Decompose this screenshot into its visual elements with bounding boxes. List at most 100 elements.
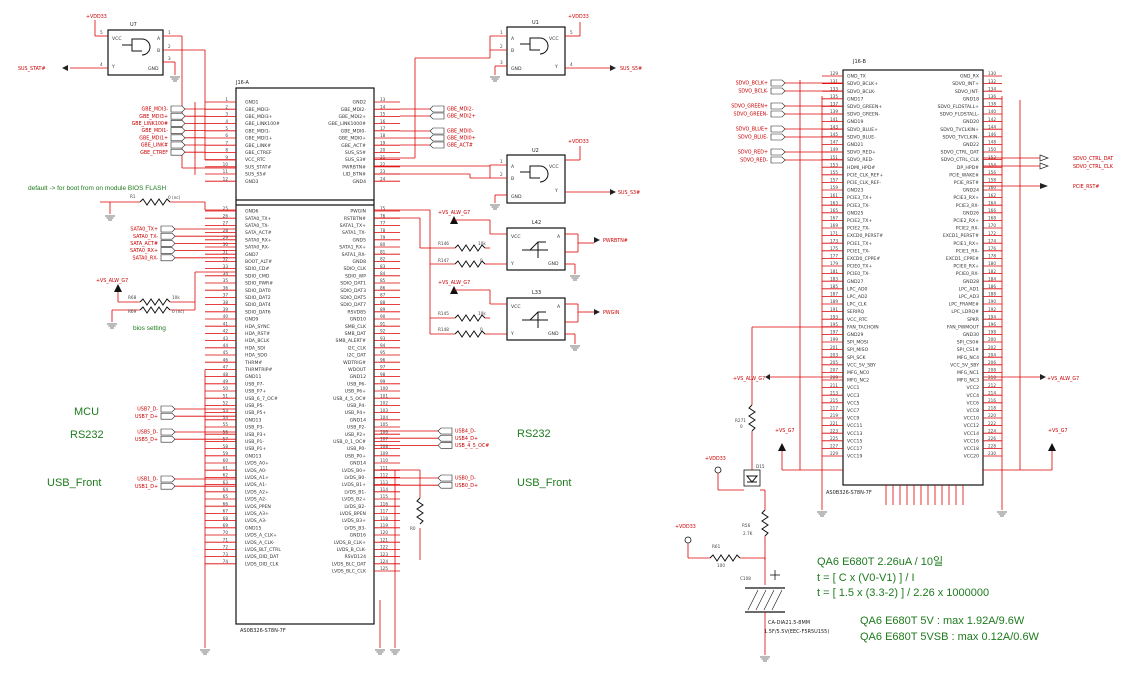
- sdvo-net: SDVO_BCLK+: [736, 81, 768, 87]
- j16b-right-pin-name: PCIE0_RX+: [953, 264, 979, 270]
- j16a-left-pin-name: GBE_MDI3-: [245, 107, 271, 113]
- j16a-right-pin-name: USB_0_1_OC#: [333, 439, 366, 445]
- label-rs232-left: RS232: [70, 429, 104, 441]
- j16a-left-pin-name: SATA_ACT#: [245, 230, 272, 236]
- r146-refdes: R146: [438, 241, 449, 246]
- j16a-left-pin-name: SATA0_RX-: [245, 245, 270, 251]
- j16a-right-pin-number: 77: [380, 221, 386, 226]
- j16a-right-pin-number: 112: [380, 473, 388, 478]
- j16a-right-pin-name: USB_P6-: [347, 381, 366, 387]
- j16a-left-pin-name: LVDS_PPEN: [245, 504, 271, 510]
- j16b-left-pin-number: 173: [830, 238, 838, 243]
- r61-refdes: R61: [712, 544, 721, 549]
- j16a-left-pin-number: 54: [223, 415, 229, 420]
- j16b-left-pin-name: PCIE3_TX+: [847, 195, 872, 201]
- j16a-right-pin-name: SMB_CLK: [345, 324, 367, 330]
- j16b-left-pin-name: VCC9: [847, 416, 860, 422]
- note-line-2: t = [ C x (V0-V1) ] / I: [817, 572, 915, 584]
- j16a-left-pin-name: LVDS_A1-: [245, 482, 267, 488]
- j16b-left-pin-name: SDVO_GREEN-: [847, 112, 880, 118]
- j16a-right-pin-name: SDIO_WP: [345, 273, 366, 279]
- sata-net-group: SATA0_TX+SATA0_TX-SATA_ACT#SATA0_RX+SATA…: [130, 225, 236, 261]
- u1-gnd-label: GND: [511, 66, 522, 72]
- usb-left-net-flag: [160, 428, 176, 436]
- usb-right-net-flag: [437, 481, 453, 489]
- j16a-right-pin-number: 86: [380, 285, 386, 290]
- j16a-right-pin-number: 87: [380, 293, 386, 298]
- j16a-right-pin-number: 78: [380, 228, 386, 233]
- j16a-refdes: J16-A: [235, 80, 250, 86]
- j16b-right-pin-name: SDVO_CTRL_DAT: [941, 150, 980, 156]
- j16a-right-pin-number: 124: [380, 559, 388, 564]
- sdvo-net-flag: [770, 125, 786, 133]
- j16a-right-pin-number: 89: [380, 307, 386, 312]
- j16a-left-pin-number: 74: [223, 559, 229, 564]
- sata-net: SATA_ACT#: [130, 241, 158, 247]
- j16a-left-pin-name: SDIO_DAT0: [245, 288, 271, 294]
- j16b-left-pin-name: FAN_TACHOIN: [847, 324, 879, 330]
- j16b-left-pin-number: 185: [830, 284, 838, 289]
- j16a-right-pin-name: USB_P0-: [347, 446, 366, 452]
- j16a-right-pin-number: 116: [380, 501, 388, 506]
- j16b-right-pin-name: LPC_LDRQ#: [951, 309, 979, 315]
- gbe-left-net: GBE_LINK100#: [132, 121, 168, 127]
- j16a-left-pin-number: 58: [223, 444, 229, 449]
- j16a-left-pin-number: 33: [223, 264, 229, 269]
- j16b-left-pin-number: 159: [830, 185, 838, 190]
- j16b-left-pin-name: PCIE2_TX+: [847, 218, 872, 224]
- j16b-left-pin-number: 171: [830, 231, 838, 236]
- svg-text:1: 1: [168, 30, 171, 35]
- j16a-right-pin-name: USB_4_5_OC#: [333, 396, 366, 402]
- j16a-left-pin-name: LVDS_BLT_CTRL: [245, 547, 281, 553]
- j16a-right-pin-number: 123: [380, 552, 388, 557]
- j16a-right-pin-number: 100: [380, 386, 388, 391]
- j16a-right-pin-name: LVDS_B3-: [344, 525, 366, 531]
- j16a-left-pin-number: 10: [223, 162, 229, 167]
- u1-b-label: B: [511, 48, 514, 54]
- j16b-right-pin-number: 162: [988, 193, 996, 198]
- j16a-left-pin-number: 3: [225, 112, 228, 117]
- j16b-left-pin-name: SPI_SCK: [847, 355, 866, 361]
- gbe-right-net-flag: [429, 105, 445, 113]
- d15-power: +VDD33: [705, 456, 726, 462]
- j16a-right-pin-number: 15: [380, 112, 386, 117]
- j16a-right-pin-number: 108: [380, 444, 388, 449]
- usb-left-net-flag: [160, 475, 176, 483]
- j16b-left-pin-number: 161: [830, 193, 838, 198]
- j16b-left-pin-name: VCC_RTC: [847, 317, 867, 323]
- j16b-right-pin-name: VCC10: [964, 416, 979, 422]
- gbe-right-net: GBE_MDI2+: [447, 114, 476, 120]
- j16a-right-pin-number: 119: [380, 523, 388, 528]
- j16a-right-pin-number: 13: [380, 97, 386, 102]
- j16a-left-pin-number: 53: [223, 408, 229, 413]
- u2-gnd-label: GND: [511, 194, 522, 200]
- j16a-left-pin-number: 39: [223, 307, 229, 312]
- j16b-left-pin-name: MFG_NC0: [847, 370, 869, 376]
- j16a-left-pin-number: 34: [223, 271, 229, 276]
- gbe-left-net: GBE_LINK#: [141, 143, 168, 149]
- u1-y-label: Y: [554, 64, 558, 70]
- j16b-right-pin-number: 210: [988, 375, 996, 380]
- j16a-left-pin-name: SDIO_CMD: [245, 273, 270, 279]
- j16b-left-pin-number: 229: [830, 451, 838, 456]
- usb-right-net-flag: [437, 434, 453, 442]
- j16a-right-pin-name: LVDS_B2-: [344, 504, 366, 510]
- j16b-right-pin-number: 200: [988, 337, 996, 342]
- j16a-right-pin-name: GND5: [353, 237, 367, 243]
- j16b-left-pin-name: LPC_AD0: [847, 286, 868, 292]
- j16a-right-pin-number: 94: [380, 343, 386, 348]
- bios-vs-alw: +VS_ALW_G7: [96, 278, 128, 284]
- u1-vcc-label: VCC: [549, 36, 559, 42]
- usb-right-net: USB_4_5_OC#: [455, 443, 489, 449]
- j16a-right-pin-name: GND8: [353, 259, 367, 265]
- j16a-left-pin-number: 25: [223, 206, 229, 211]
- j16a-right-pin-number: 79: [380, 235, 386, 240]
- sdvo-net-flag: [770, 133, 786, 141]
- r69-refdes: R69: [128, 309, 137, 314]
- sdvo-net: SDVO_RED-: [740, 158, 768, 164]
- j16a-left-pin-number: 7: [225, 140, 228, 145]
- j16b-right-pin-name: VCC16: [964, 438, 979, 444]
- usb-right-net-flag: [437, 427, 453, 435]
- j16a-left-pin-name: SATA0_TX+: [245, 216, 272, 222]
